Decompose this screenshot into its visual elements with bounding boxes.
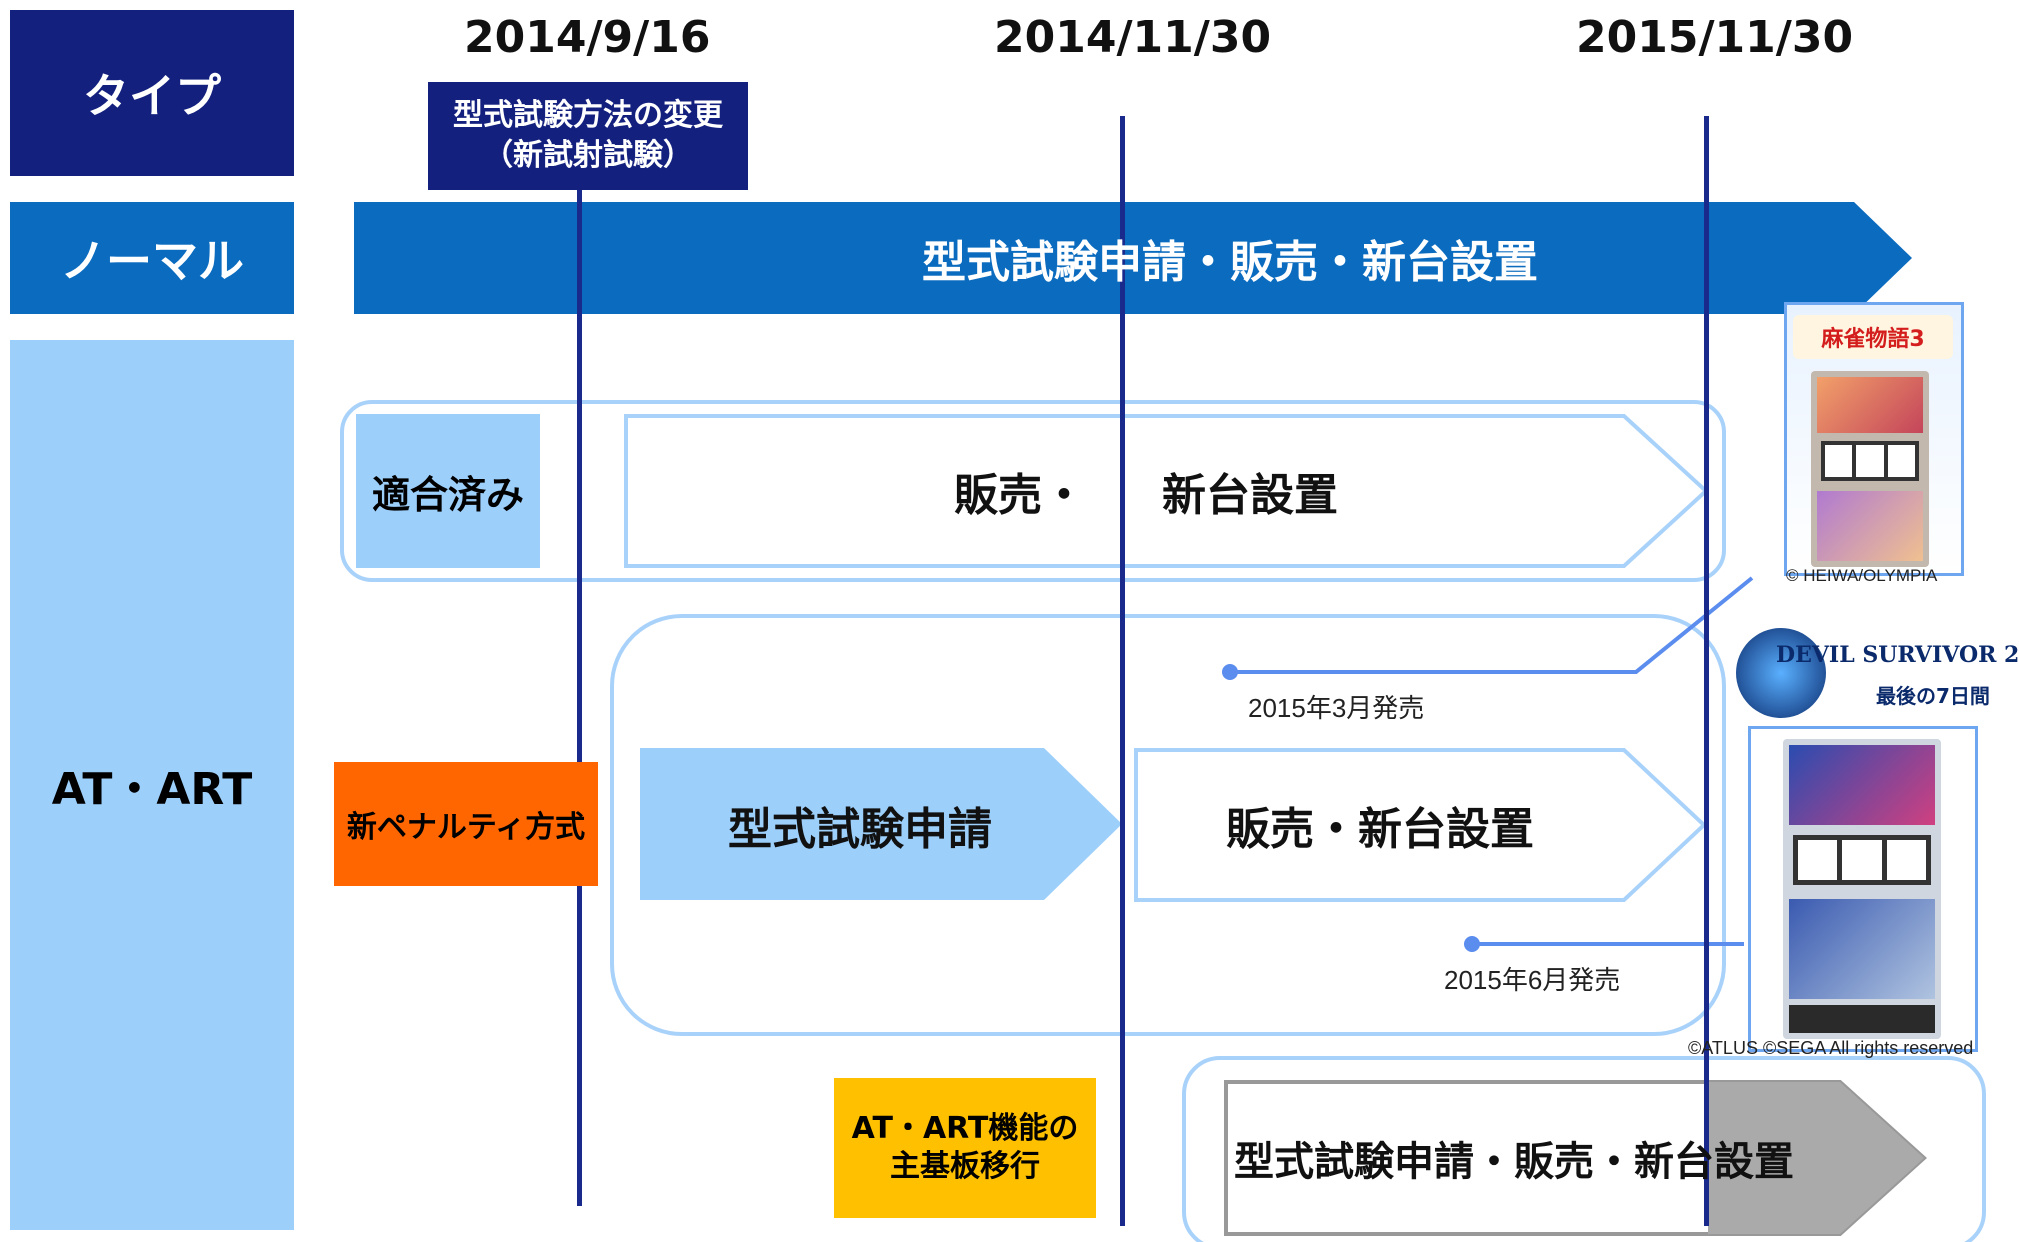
release-march-connector [1230, 576, 1754, 674]
migration-label-box: AT・ART機能の 主基板移行 [834, 1078, 1096, 1218]
category-at-art: AT・ART [10, 340, 294, 1230]
migration-arrow-gray-fill [1708, 1082, 1924, 1234]
normal-bar-label: 型式試験申請・販売・新台設置 [922, 237, 1538, 288]
timeline-line-2015-11-30 [1704, 116, 1709, 1226]
machine1-copyright: © HEIWA/OLYMPIA [1786, 566, 1938, 585]
penalty-sale-arrow [1134, 748, 1707, 902]
penalty-label: 新ペナルティ方式 [346, 810, 586, 845]
machine1-logo: 麻雀物語3 [1793, 315, 1953, 359]
migration-arrow-text: 型式試験申請・販売・新台設置 [1234, 1139, 1794, 1185]
category-normal: ノーマル [10, 202, 294, 314]
approved-arrow [624, 414, 1709, 568]
timeline-line-2014-11-30 [1120, 116, 1125, 1226]
approved-arrow-text-left: 販売・ [954, 470, 1086, 521]
migration-label-line1: AT・ART機能の [851, 1111, 1079, 1146]
date-2: 2014/11/30 [994, 12, 1272, 63]
category-normal-label: ノーマル [60, 234, 244, 288]
machine1-cabinet [1811, 371, 1929, 567]
release-june-caption: 2015年6月発売 [1444, 965, 1621, 995]
approved-label-box: 適合済み [356, 414, 540, 568]
timeline-line-2014-9-16 [577, 190, 582, 1206]
machine2-cabinet [1783, 739, 1941, 1039]
normal-bar-arrow [354, 202, 1912, 314]
category-type: タイプ [10, 10, 294, 176]
date-3: 2015/11/30 [1576, 12, 1854, 63]
test-method-change-line1: 型式試験方法の変更 [453, 98, 723, 133]
machine1-image: 麻雀物語3 [1784, 302, 1964, 576]
migration-label-line2: 主基板移行 [890, 1149, 1040, 1184]
machine2-logo: DEVIL SURVIVOR 2 最後の7日間 [1736, 628, 2019, 724]
penalty-apply-arrow [640, 748, 1122, 900]
date-1: 2014/9/16 [464, 12, 711, 63]
test-method-change-box: 型式試験方法の変更 （新試射試験） [428, 82, 748, 190]
migration-group-frame [1182, 1056, 1986, 1242]
approved-group-frame [340, 400, 1726, 582]
penalty-group-frame [610, 614, 1726, 1036]
machine2-copyright: ©ATLUS ©SEGA All rights reserved [1688, 1038, 1974, 1058]
approved-arrow-text-right: 新台設置 [1162, 470, 1338, 521]
penalty-sale-text: 販売・新台設置 [1226, 804, 1534, 855]
penalty-apply-text: 型式試験申請 [728, 804, 992, 855]
penalty-label-box: 新ペナルティ方式 [334, 762, 598, 886]
release-march-caption: 2015年3月発売 [1248, 693, 1425, 723]
approved-label: 適合済み [371, 472, 524, 517]
category-type-label: タイプ [83, 69, 221, 123]
category-at-art-label: AT・ART [51, 764, 253, 815]
machine2-image [1748, 726, 1978, 1052]
test-method-change-line2: （新試射試験） [483, 138, 693, 173]
